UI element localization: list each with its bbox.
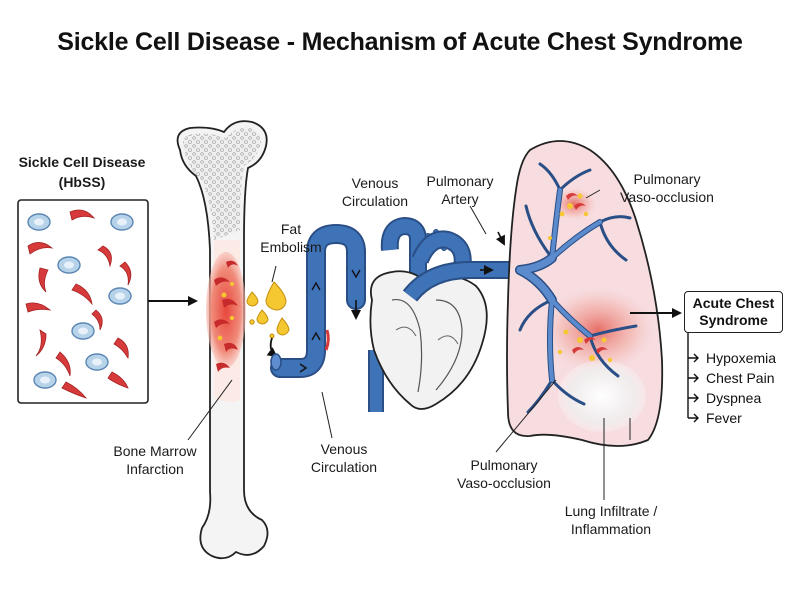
- acute-chest-syndrome-box: Acute Chest Syndrome: [684, 291, 783, 333]
- venous-bottom-line1: Venous: [320, 441, 368, 457]
- bone-marrow-label: Bone Marrow Infarction: [100, 442, 210, 478]
- pulmonary-artery-line1: Pulmonary: [426, 173, 494, 189]
- symptom-item: Dyspnea: [684, 388, 776, 408]
- acs-title-line2: Syndrome: [699, 312, 768, 328]
- pvo-bottom-line1: Pulmonary: [470, 457, 538, 473]
- symptom-label: Hypoxemia: [706, 350, 777, 366]
- symptom-label: Chest Pain: [706, 370, 775, 386]
- venous-circulation-top-label: Venous Circulation: [332, 174, 418, 210]
- infiltrate-line1: Lung Infiltrate /: [564, 503, 658, 519]
- pulmonary-artery-label: Pulmonary Artery: [416, 172, 504, 208]
- pulmonary-artery-line2: Artery: [441, 191, 479, 207]
- infiltrate-line2: Inflammation: [570, 521, 652, 537]
- venous-top-line2: Circulation: [341, 193, 409, 209]
- occlusion-cluster-top: [548, 193, 589, 240]
- symptom-item: Fever: [684, 408, 776, 428]
- infiltrate-cloud: [558, 360, 646, 432]
- pulmonary-vasoocclusion-top-label: Pulmonary Vaso-occlusion: [604, 170, 730, 206]
- heart: [368, 216, 520, 412]
- leader-lines: [187, 189, 631, 500]
- fat-embolism-label: Fat Embolism: [256, 220, 326, 256]
- bone-marrow-line2: Infarction: [126, 461, 184, 477]
- symptom-label: Dyspnea: [706, 390, 762, 406]
- pvo-top-line2: Vaso-occlusion: [620, 189, 714, 205]
- bone-marrow-line1: Bone Marrow: [113, 443, 197, 459]
- arrow-artery-flow: [495, 231, 505, 246]
- pvo-bottom-line2: Vaso-occlusion: [457, 475, 551, 491]
- symptom-item: Chest Pain: [684, 368, 776, 388]
- acs-title-line1: Acute Chest: [692, 295, 775, 311]
- lung-infiltrate-label: Lung Infiltrate / Inflammation: [548, 502, 674, 538]
- fat-embolism-line1: Fat: [280, 221, 302, 237]
- venous-vessel: [269, 223, 366, 405]
- normal-rbc-icons: [27, 213, 134, 389]
- arrow-right-icon: [688, 373, 699, 383]
- lung: [506, 140, 664, 447]
- diagram-title: Sickle Cell Disease - Mechanism of Acute…: [57, 28, 743, 56]
- fat-embolism-line2: Embolism: [260, 239, 322, 255]
- sickle-cell-icons: [25, 209, 132, 399]
- scd-title: Sickle Cell Disease: [18, 154, 146, 170]
- pvo-top-line1: Pulmonary: [633, 171, 701, 187]
- blood-smear-panel: [17, 199, 149, 404]
- venous-top-line1: Venous: [351, 175, 399, 191]
- venous-bottom-line2: Circulation: [310, 459, 378, 475]
- arrow-right-icon: [688, 353, 699, 363]
- arrow-right-icon: [688, 413, 699, 423]
- symptom-label: Fever: [706, 410, 742, 426]
- arrow-right-icon: [688, 393, 699, 403]
- fat-droplet-icons: [246, 281, 290, 339]
- femur-bone: [176, 120, 269, 560]
- scd-subtitle: (HbSS): [58, 174, 106, 190]
- symptom-list: Hypoxemia Chest Pain Dyspnea Fever: [684, 348, 776, 428]
- occlusion-cluster-bottom: [557, 329, 613, 363]
- symptom-item: Hypoxemia: [684, 348, 776, 368]
- venous-circulation-bottom-label: Venous Circulation: [300, 440, 388, 476]
- pulmonary-vasoocclusion-bottom-label: Pulmonary Vaso-occlusion: [444, 456, 564, 492]
- scd-label: Sickle Cell Disease (HbSS): [16, 152, 148, 192]
- inflammation-zone: [542, 288, 654, 372]
- arrow-fat-to-vein: [266, 337, 278, 358]
